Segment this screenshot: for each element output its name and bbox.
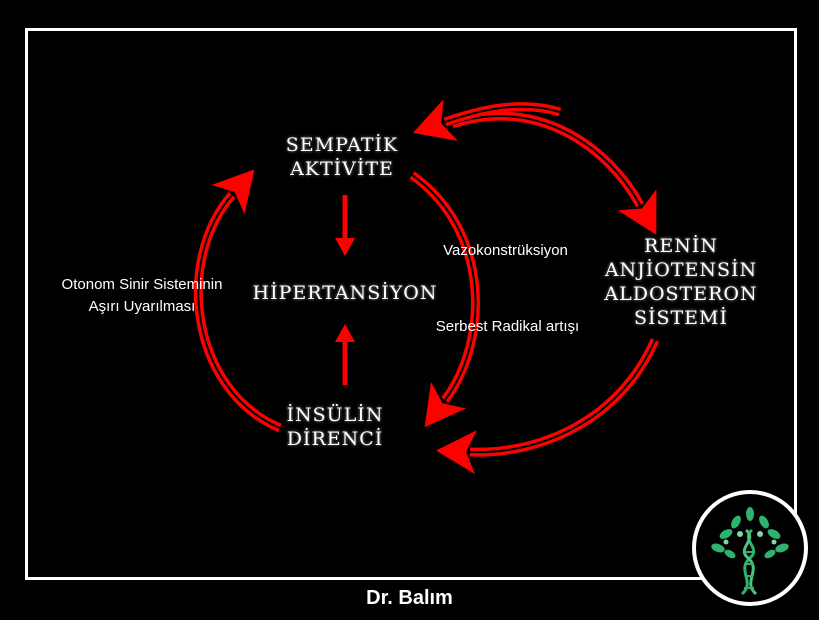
dna-tree-icon	[711, 507, 789, 596]
label-otonom: Otonom Sinir Sisteminin Aşırı Uyarılması	[42, 274, 242, 318]
node-renin-sistemi: RENİN ANJİOTENSİN ALDOSTERON SİSTEMİ	[596, 234, 766, 330]
arrow-sempatik-insulin	[409, 171, 480, 428]
label-serbest-radikal: Serbest Radikal artışı	[435, 318, 580, 335]
node-sempatik-aktivite: SEMPATİK AKTİVİTE	[272, 133, 412, 181]
node-sempatik-line2: AKTİVİTE	[290, 158, 394, 180]
logo	[692, 490, 808, 606]
arrow-insulin-sempatik	[193, 169, 282, 433]
node-insulin-line2: DİRENCİ	[286, 428, 384, 450]
node-renin-line2: ANJİOTENSİN	[604, 259, 758, 281]
label-otonom-line2: Aşırı Uyarılması	[88, 298, 196, 315]
node-renin-line4: SİSTEMİ	[633, 307, 729, 329]
arrow-sempatik-renin	[412, 99, 657, 235]
node-sempatik-line1: SEMPATİK	[285, 134, 399, 156]
node-hipertansiyon: HİPERTANSİYON	[252, 282, 438, 304]
footer-author: Dr. Balım	[366, 587, 453, 609]
node-renin-line3: ALDOSTERON	[604, 283, 758, 305]
label-otonom-line1: Otonom Sinir Sisteminin	[61, 276, 223, 293]
label-vazokonstruksiyon: Vazokonstrüksiyon	[443, 242, 568, 259]
node-insulin-line1: İNSÜLİN	[286, 404, 384, 426]
node-insulin-direnci: İNSÜLİN DİRENCİ	[270, 403, 400, 451]
diagram-frame	[25, 28, 797, 580]
node-renin-line1: RENİN	[644, 235, 718, 257]
arrow-renin-insulin	[436, 338, 660, 475]
